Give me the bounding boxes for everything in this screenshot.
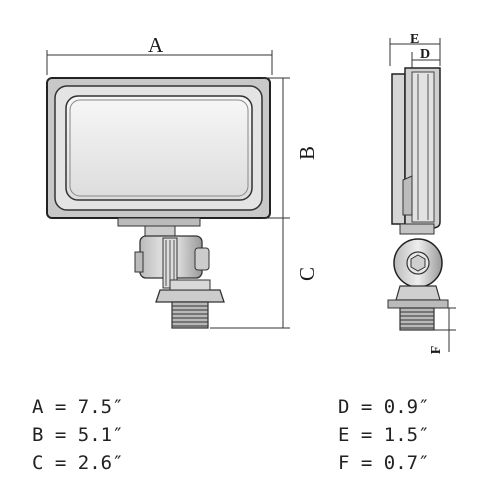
dimension-label-d: D [420, 47, 430, 62]
spec-d: D = 0.9″ [338, 396, 430, 418]
housing-lens [65, 95, 253, 201]
dimension-b: B [262, 77, 319, 219]
dimension-f: F [429, 307, 456, 355]
spec-b: B = 5.1″ [32, 424, 124, 446]
dimension-d: D [411, 47, 440, 70]
dimension-e: E [389, 32, 441, 66]
dimension-label-e: E [410, 32, 419, 47]
side-view: E D [387, 32, 456, 355]
mount-plate [117, 217, 201, 227]
spec-f: F = 0.7″ [338, 452, 430, 474]
dimension-label-f: F [429, 346, 444, 355]
base-nut [155, 289, 225, 303]
dimension-label-a: A [148, 33, 164, 57]
threaded-stem [171, 301, 209, 329]
spec-c: C = 2.6″ [32, 452, 124, 474]
dimension-a: A [46, 33, 273, 75]
dimension-label-c: C [295, 267, 319, 281]
dimension-label-b: B [295, 146, 319, 160]
spec-a: A = 7.5″ [32, 396, 124, 418]
dimension-c: C [210, 218, 319, 329]
side-threaded-stem [399, 307, 435, 331]
front-view: A [46, 33, 319, 329]
spec-e: E = 1.5″ [338, 424, 430, 446]
